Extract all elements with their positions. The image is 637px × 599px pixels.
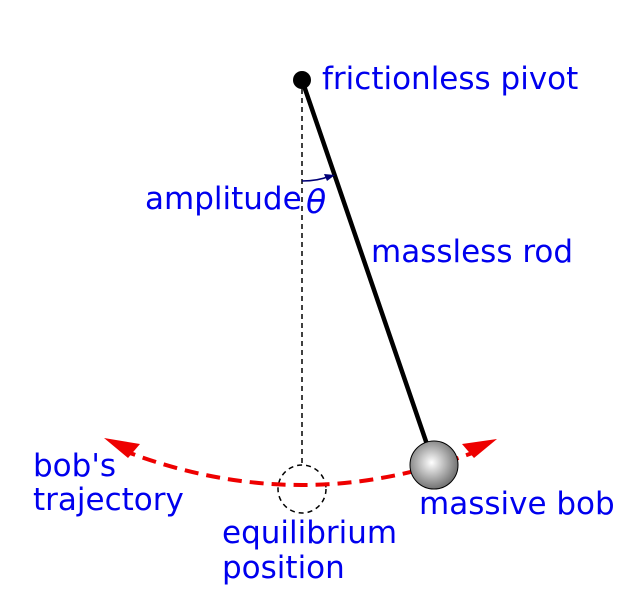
bob-label: massive bob [419, 486, 615, 522]
massive-bob [409, 440, 459, 490]
amplitude-arrowhead [324, 174, 335, 181]
trajectory-left-arrowhead [104, 438, 140, 458]
massless-rod [299, 79, 434, 457]
pivot-label: frictionless pivot [322, 61, 578, 97]
theta-symbol: θ [306, 182, 326, 221]
frictionless-pivot [293, 71, 311, 89]
equilibrium-label-line1: equilibrium [222, 515, 397, 551]
equilibrium-label-line2: position [222, 550, 345, 586]
equilibrium-position-circle [277, 464, 327, 514]
trajectory-right-arrowhead [462, 439, 497, 458]
rod-label: massless rod [371, 234, 573, 270]
amplitude-label: amplitude [145, 181, 302, 217]
trajectory-label-line1: bob's [33, 448, 116, 484]
trajectory-label-line2: trajectory [33, 482, 184, 518]
